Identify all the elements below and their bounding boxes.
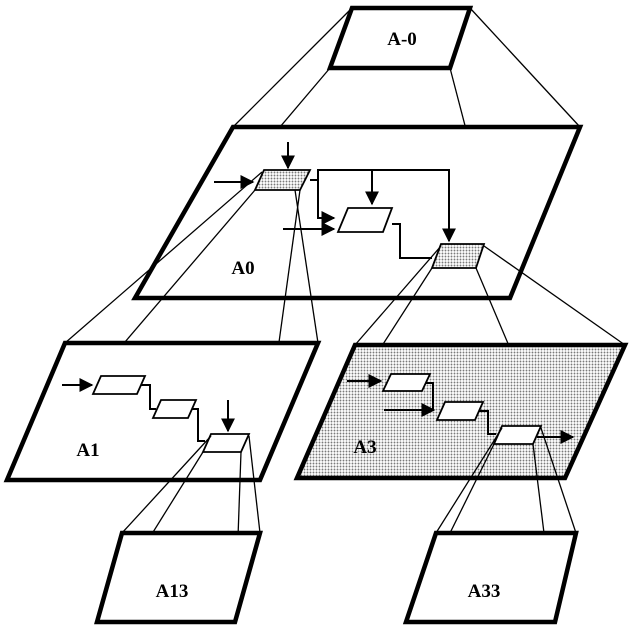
label-a0: A0 bbox=[231, 258, 254, 279]
label-a13: A13 bbox=[156, 581, 189, 602]
frame-a-minus-0: A-0 bbox=[326, 5, 474, 71]
frame-a33: A33 bbox=[402, 530, 579, 625]
frame-a3: A3 bbox=[293, 342, 629, 481]
a1-box-1 bbox=[91, 375, 147, 395]
a0-box-2 bbox=[336, 207, 394, 233]
a1-connectors bbox=[62, 378, 235, 442]
label-a1: A1 bbox=[76, 440, 99, 461]
a1-box-2 bbox=[151, 399, 198, 419]
label-a3: A3 bbox=[353, 437, 376, 458]
frame-a13: A13 bbox=[94, 530, 263, 625]
label-a33: A33 bbox=[468, 581, 501, 602]
a3-box-1 bbox=[381, 373, 432, 392]
a3-connectors bbox=[347, 374, 575, 444]
frame-a0: A0 bbox=[131, 124, 584, 301]
a0-connectors bbox=[214, 142, 456, 259]
a3-box-2 bbox=[435, 401, 485, 421]
label-a-minus-0: A-0 bbox=[387, 29, 417, 50]
a0-box-1 bbox=[253, 169, 312, 191]
frame-a1: A1 bbox=[3, 340, 322, 483]
